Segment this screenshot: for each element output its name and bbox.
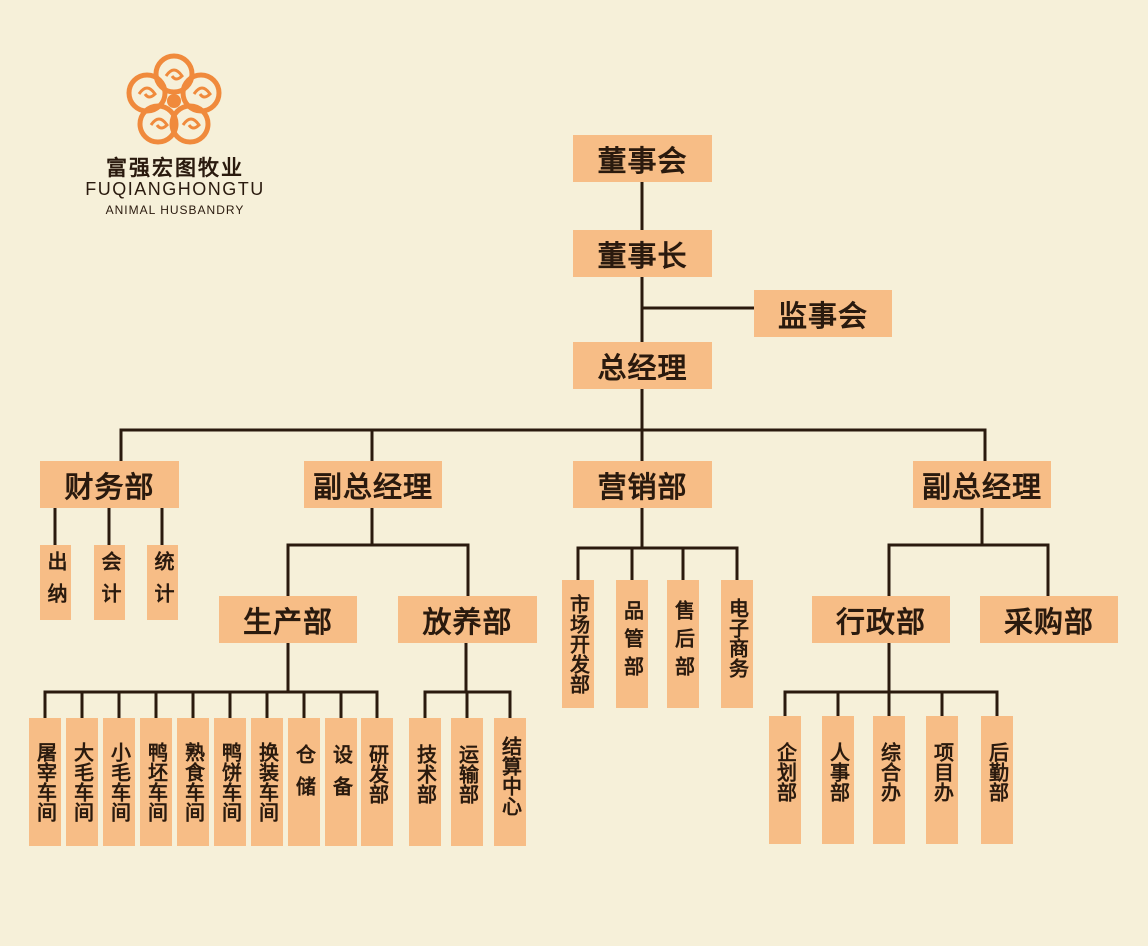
production-unit: 仓储 xyxy=(288,718,320,846)
production-unit: 换装车间 xyxy=(251,718,283,846)
company-name-en: FUQIANGHONGTU xyxy=(85,179,265,199)
production-unit: 研发部 xyxy=(361,718,393,846)
marketing-box: 营销部 xyxy=(573,461,712,508)
marketing-unit: 售后部 xyxy=(667,580,699,708)
gm-box: 总经理 xyxy=(573,342,712,389)
admin-unit: 人事部 xyxy=(822,716,854,844)
breeding-box: 放养部 xyxy=(398,596,537,643)
company-name-cn: 富强宏图牧业 xyxy=(106,156,244,180)
marketing-unit: 电子商务 xyxy=(721,580,753,708)
admin-unit: 企划部 xyxy=(769,716,801,844)
phoenix-flower-logo-icon xyxy=(126,53,222,145)
purchasing-box: 采购部 xyxy=(980,596,1118,643)
supervisors-box: 监事会 xyxy=(754,290,892,337)
breeding-unit: 技术部 xyxy=(409,718,441,846)
admin-box: 行政部 xyxy=(812,596,950,643)
production-unit: 熟食车间 xyxy=(177,718,209,846)
admin-unit: 综合办 xyxy=(873,716,905,844)
production-box: 生产部 xyxy=(219,596,357,643)
finance-unit-accounting: 会计 xyxy=(94,545,125,620)
production-unit: 设备 xyxy=(325,718,357,846)
production-unit: 小毛车间 xyxy=(103,718,135,846)
finance-unit-cashier: 出纳 xyxy=(40,545,71,620)
production-unit: 大毛车间 xyxy=(66,718,98,846)
admin-unit: 项目办 xyxy=(926,716,958,844)
company-subtitle: ANIMAL HUSBANDRY xyxy=(105,203,245,217)
marketing-unit: 品管部 xyxy=(616,580,648,708)
chairman-box: 董事长 xyxy=(573,230,712,277)
company-logo: 富强宏图牧业 FUQIANGHONGTU ANIMAL HUSBANDRY xyxy=(70,52,280,222)
production-unit: 屠宰车间 xyxy=(29,718,61,846)
vp1-box: 副总经理 xyxy=(304,461,442,508)
vp2-box: 副总经理 xyxy=(913,461,1051,508)
breeding-unit: 运输部 xyxy=(451,718,483,846)
production-unit: 鸭饼车间 xyxy=(214,718,246,846)
finance-unit-statistics: 统计 xyxy=(147,545,178,620)
board-box: 董事会 xyxy=(573,135,712,182)
production-unit: 鸭坯车间 xyxy=(140,718,172,846)
marketing-unit: 市场开发部 xyxy=(562,580,594,708)
breeding-unit: 结算中心 xyxy=(494,718,526,846)
admin-unit: 后勤部 xyxy=(981,716,1013,844)
finance-box: 财务部 xyxy=(40,461,179,508)
